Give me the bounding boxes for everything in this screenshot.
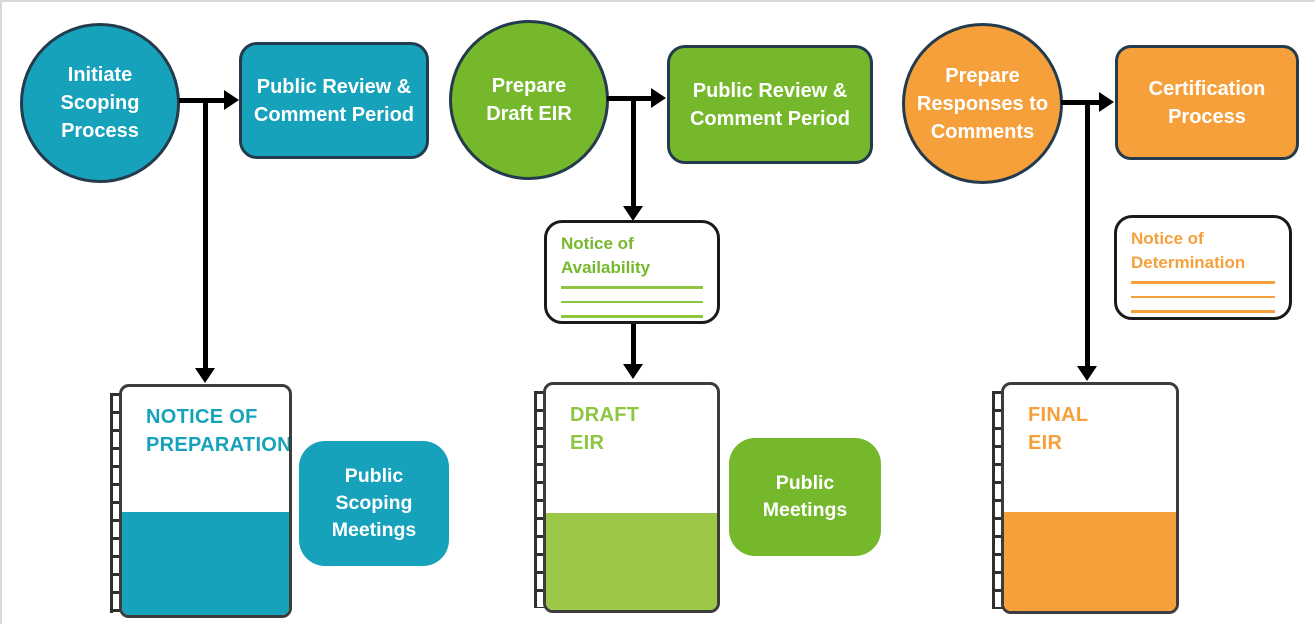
- certification-process-label: Certification Process: [1148, 77, 1266, 128]
- prepare-draft-eir-label: Prepare Draft EIR: [486, 75, 572, 125]
- initiate-scoping-process-circle: Initiate Scoping Process: [20, 23, 180, 183]
- responses-to-final-document-arrow-line: [1085, 100, 1090, 366]
- ruled-line: [1131, 295, 1275, 299]
- prepare-draft-eir-circle: Prepare Draft EIR: [449, 20, 609, 180]
- notice-of-preparation-document: NOTICE OF PREPARATION: [119, 384, 292, 618]
- draft-to-review-arrowhead-icon: [651, 88, 666, 108]
- ruled-line: [1131, 310, 1275, 313]
- document-fill-3: [1004, 512, 1176, 611]
- draft-to-notice-arrowhead-icon: [623, 206, 643, 221]
- scoping-to-document-arrowhead-icon: [195, 368, 215, 383]
- public-scoping-meetings-label: Public Scoping Meetings: [331, 464, 417, 542]
- notice-to-draft-document-arrowhead-icon: [623, 364, 643, 379]
- ruled-line: [561, 300, 703, 304]
- public-review-comment-period-box-1: Public Review & Comment Period: [239, 42, 429, 159]
- draft-to-notice-arrow-line: [631, 96, 636, 208]
- notice-to-draft-document-arrow-line: [631, 324, 636, 366]
- draft-eir-document: DRAFT EIR: [543, 382, 720, 613]
- notice-of-determination-card: Notice of Determination: [1114, 215, 1292, 320]
- public-review-comment-period-label-1: Public Review & Comment Period: [253, 75, 415, 126]
- ruled-line: [561, 315, 703, 318]
- public-review-comment-period-label-2: Public Review & Comment Period: [689, 79, 851, 130]
- notice-of-preparation-title: NOTICE OF PREPARATION: [146, 406, 292, 457]
- draft-eir-title: DRAFT EIR: [570, 404, 640, 455]
- prepare-responses-to-comments-label: Prepare Responses to Comments: [916, 64, 1049, 143]
- scoping-to-document-arrow-line: [203, 98, 208, 369]
- ruled-line: [1131, 281, 1275, 284]
- prepare-responses-to-comments-circle: Prepare Responses to Comments: [902, 23, 1063, 184]
- public-meetings-box: Public Meetings: [729, 438, 881, 556]
- notice-of-availability-card: Notice of Availability: [544, 220, 720, 324]
- public-scoping-meetings-box: Public Scoping Meetings: [299, 441, 449, 566]
- scoping-to-review-arrowhead-icon: [224, 90, 239, 110]
- responses-to-certification-arrowhead-icon: [1099, 92, 1114, 112]
- public-meetings-label: Public Meetings: [762, 471, 848, 521]
- responses-to-final-document-arrowhead-icon: [1077, 366, 1097, 381]
- notice-of-availability-title: Notice of Availability: [561, 234, 651, 278]
- ruled-line: [561, 286, 703, 289]
- final-eir-title: FINAL EIR: [1028, 404, 1089, 455]
- initiate-scoping-process-label: Initiate Scoping Process: [60, 64, 140, 142]
- notice-of-determination-title: Notice of Determination: [1131, 229, 1246, 273]
- public-review-comment-period-box-2: Public Review & Comment Period: [667, 45, 873, 164]
- certification-process-box: Certification Process: [1115, 45, 1299, 160]
- draft-to-review-arrow-line: [607, 96, 653, 101]
- final-eir-document: FINAL EIR: [1001, 382, 1179, 614]
- document-fill-2: [546, 513, 717, 610]
- document-fill-1: [122, 512, 289, 615]
- responses-to-certification-arrow-line: [1061, 100, 1105, 105]
